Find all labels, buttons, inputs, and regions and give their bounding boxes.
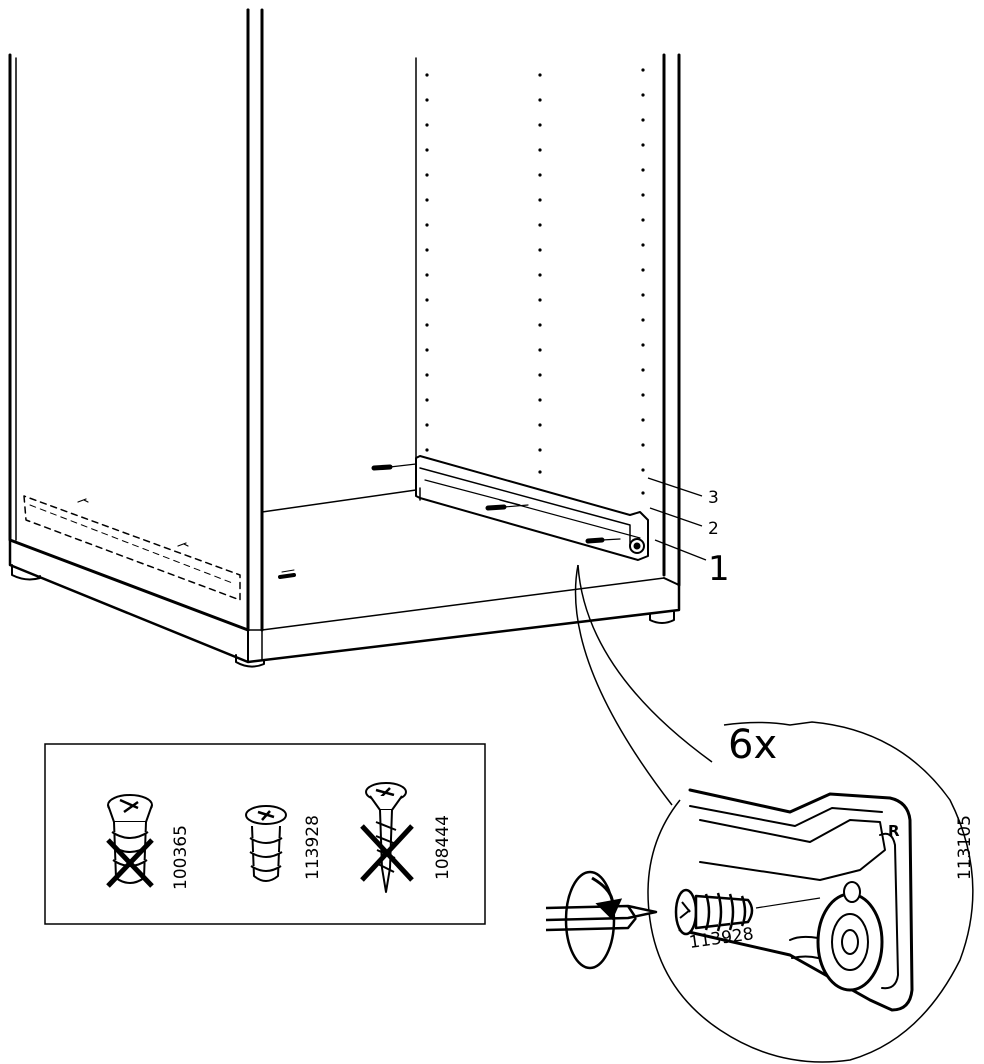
hole-column-left <box>425 73 429 452</box>
legend-code-113928: 113928 <box>303 815 323 880</box>
legend-code-100365: 100365 <box>171 825 191 890</box>
closeup-screw <box>674 888 821 936</box>
hole-column-right <box>641 68 645 520</box>
screw-icon-108444 <box>365 782 407 893</box>
screw-front-left <box>371 464 393 471</box>
detail-callout <box>574 564 974 1063</box>
clockwise-rotation-icon <box>564 870 623 970</box>
crossed-out-mark-108444 <box>360 824 414 882</box>
screw-back <box>585 537 605 544</box>
screw-icon-100365 <box>107 794 153 884</box>
crossed-out-mark-100365 <box>106 838 154 888</box>
rail-part-code: 113105 <box>955 815 975 880</box>
position-label-1: 1 <box>708 549 730 589</box>
hole-column-middle <box>538 73 542 474</box>
position-label-2: 2 <box>708 519 719 539</box>
screw-middle <box>485 504 507 511</box>
callout-connector <box>574 564 673 806</box>
side-marker-r: R <box>888 822 900 840</box>
quantity-label: 6x <box>728 722 777 768</box>
magnifier-circle <box>647 721 974 1063</box>
drawer-rail <box>415 455 649 561</box>
position-label-3: 3 <box>708 488 719 508</box>
legend-code-108444: 108444 <box>433 815 453 880</box>
screwdriver-icon <box>545 904 658 932</box>
position-leaders <box>647 477 707 561</box>
screw-icon-113928 <box>245 805 287 882</box>
rail-screws <box>371 463 621 544</box>
shelf-pin-holes <box>425 68 645 520</box>
cabinet <box>8 8 681 668</box>
rail-closeup: R <box>678 788 914 1012</box>
screw-legend: 100365 113928 108444 <box>44 743 486 925</box>
